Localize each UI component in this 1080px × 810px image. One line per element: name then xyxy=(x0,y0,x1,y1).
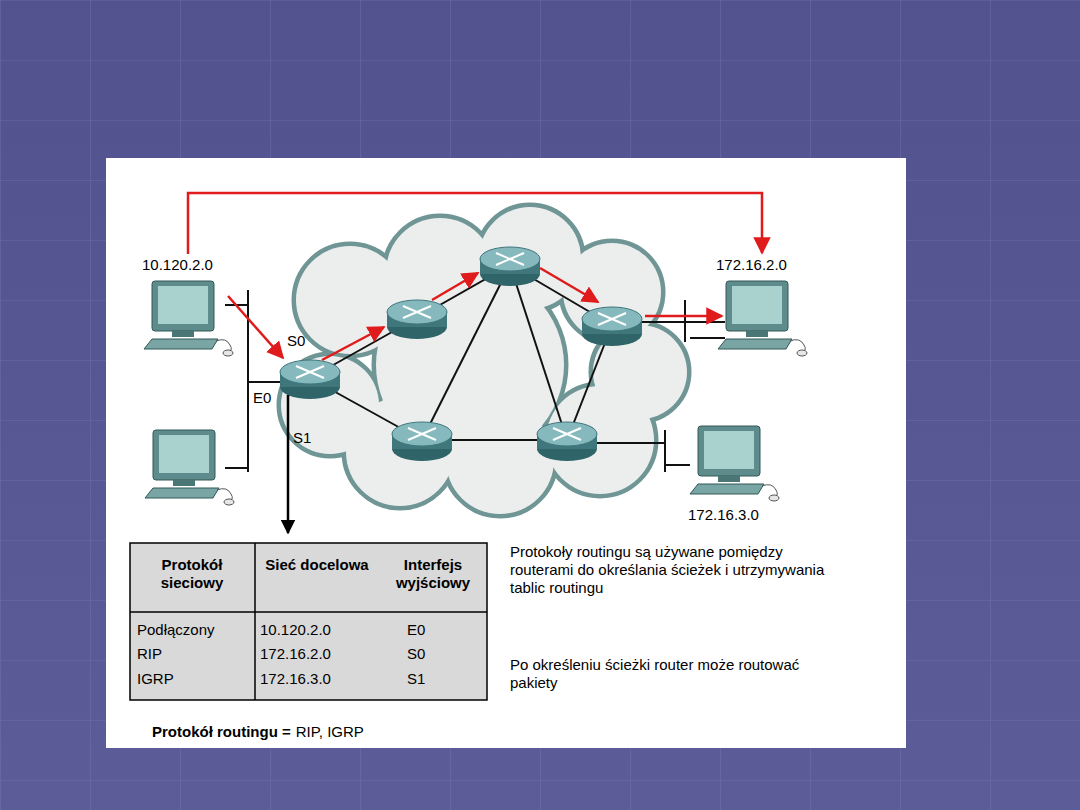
shape xyxy=(159,435,209,473)
unlabeled-computer xyxy=(145,430,234,505)
table-rule xyxy=(254,543,256,700)
computer-icon xyxy=(688,422,784,502)
table-cell: E0 xyxy=(407,621,425,639)
computer-icon xyxy=(145,430,234,505)
shape xyxy=(769,495,779,501)
computer-icon xyxy=(718,281,807,356)
interface-label: S0 xyxy=(287,332,305,350)
shape xyxy=(553,428,581,440)
shape xyxy=(173,480,195,486)
shape xyxy=(172,331,194,337)
network-cloud xyxy=(280,206,688,515)
table-rule xyxy=(130,611,487,613)
cloud-fill xyxy=(281,356,379,454)
shape xyxy=(144,339,218,349)
shape xyxy=(496,253,524,265)
shape xyxy=(537,422,597,446)
shape xyxy=(690,484,764,494)
table-cell: S1 xyxy=(407,670,425,688)
computer-icon xyxy=(142,277,238,357)
table-cell: Podłączony xyxy=(137,621,215,639)
packet-path xyxy=(228,268,722,360)
shape xyxy=(387,300,447,324)
table-cell: IGRP xyxy=(137,670,174,688)
shape xyxy=(392,422,452,446)
network-address: 10.120.2.0 xyxy=(142,256,238,273)
interface-label: E0 xyxy=(253,389,271,407)
computer-node: 10.120.2.0 xyxy=(142,256,238,357)
shape xyxy=(403,306,431,318)
computer-icon xyxy=(690,426,779,501)
shape xyxy=(718,339,792,349)
shape xyxy=(153,430,215,480)
computer-node: 172.16.2.0 xyxy=(716,256,812,357)
shape xyxy=(718,476,740,482)
shape xyxy=(223,350,233,356)
routers xyxy=(280,247,642,461)
shape xyxy=(408,428,436,440)
shape xyxy=(280,360,340,384)
table-header: Sieć docelowa xyxy=(258,556,376,574)
lan-wires xyxy=(225,290,725,472)
shape xyxy=(145,488,219,498)
cloud-fill xyxy=(376,271,564,459)
table-cell: 10.120.2.0 xyxy=(260,621,331,639)
summary-label: Protokół routingu = xyxy=(152,723,291,741)
shape xyxy=(480,247,540,271)
table-cell: 172.16.3.0 xyxy=(260,670,331,688)
shape xyxy=(698,426,760,476)
shape xyxy=(704,431,754,469)
table-pointer-arrow xyxy=(287,395,290,533)
shape xyxy=(152,281,214,331)
table-cell: RIP xyxy=(137,645,162,663)
router-icon xyxy=(480,247,540,286)
router-links xyxy=(310,265,612,440)
table-cell: S0 xyxy=(407,645,425,663)
table-header: Protokół sieciowy xyxy=(133,556,251,592)
note-text: Po określeniu ścieżki router może routow… xyxy=(510,656,830,692)
route-arrow xyxy=(188,193,762,254)
network-address: 172.16.2.0 xyxy=(716,256,812,273)
computer-icon xyxy=(716,277,812,357)
shape xyxy=(598,313,626,325)
shape xyxy=(296,366,324,378)
shape xyxy=(797,350,807,356)
router-icon xyxy=(582,307,642,346)
shape xyxy=(732,286,782,324)
shape xyxy=(582,307,642,331)
routing-table xyxy=(130,543,487,700)
shape xyxy=(726,281,788,331)
shape xyxy=(746,331,768,337)
computer-icon xyxy=(144,281,233,356)
shape xyxy=(158,286,208,324)
router-icon xyxy=(392,422,452,461)
table-cell: 172.16.2.0 xyxy=(260,645,331,663)
router-icon xyxy=(537,422,597,461)
computer-node: 172.16.3.0 xyxy=(688,422,784,523)
shape xyxy=(224,499,234,505)
network-address: 172.16.3.0 xyxy=(688,506,784,523)
router-icon xyxy=(387,300,447,339)
router-icon xyxy=(280,360,340,399)
note-text: Protokoły routingu są używane pomiędzy r… xyxy=(510,543,830,597)
table-header: Interfejs wyjściowy xyxy=(380,556,486,592)
interface-label: S1 xyxy=(293,429,311,447)
summary-value: RIP, IGRP xyxy=(296,723,364,741)
